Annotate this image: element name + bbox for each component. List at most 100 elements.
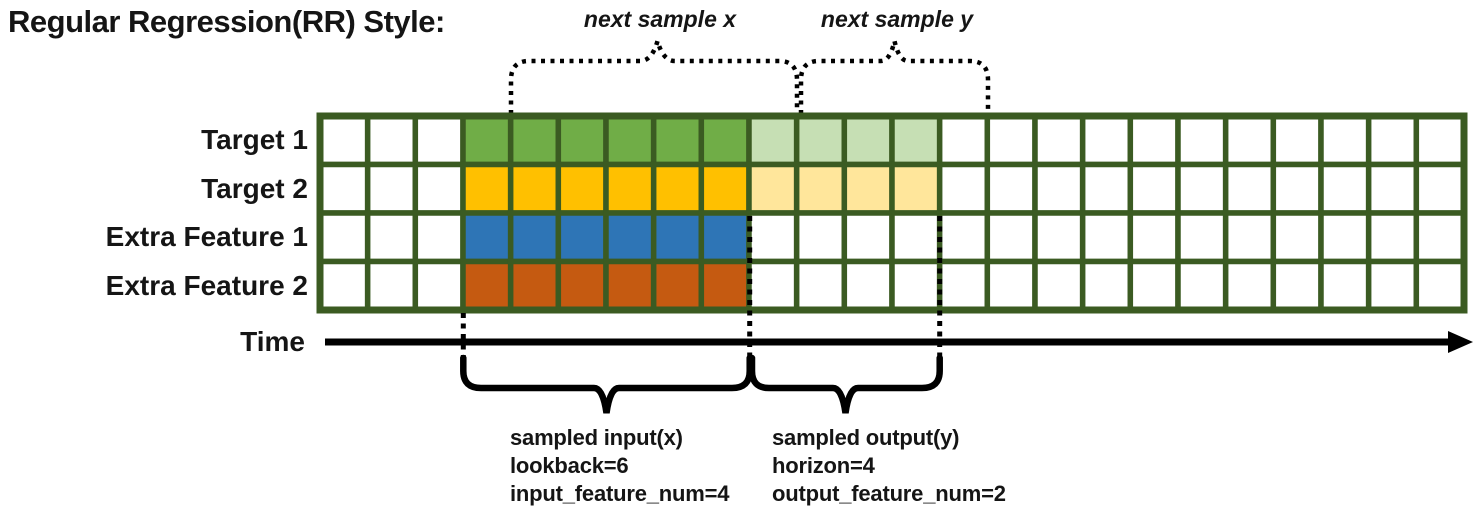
grid-cell	[412, 161, 466, 216]
grid-cell	[650, 258, 705, 313]
grid-cell	[603, 113, 657, 168]
time-axis-arrowhead	[1448, 331, 1473, 353]
grid-cell	[841, 210, 895, 265]
grid-cell	[841, 161, 895, 216]
sampled-input-brace	[460, 354, 753, 414]
grid-cell	[841, 113, 895, 168]
grid-cell	[650, 113, 705, 168]
sampled-output-text-block: sampled output(y) horizon=4 output_featu…	[772, 424, 1006, 508]
grid-cell	[746, 161, 800, 216]
grid-cell	[889, 258, 943, 313]
grid-cell	[412, 210, 466, 265]
grid-cell	[507, 161, 562, 216]
grid-cell	[317, 113, 371, 168]
grid-cell	[984, 210, 1038, 265]
grid-cell	[1413, 210, 1467, 265]
grid-cell	[507, 210, 562, 265]
grid-cell	[889, 210, 943, 265]
grid-cell	[1222, 113, 1277, 168]
grid-cell	[841, 258, 895, 313]
grid-cell	[555, 210, 609, 265]
grid-cell	[555, 258, 609, 313]
next-sample-y-brace	[798, 40, 991, 114]
grid-cell	[1222, 258, 1277, 313]
next-sample-x-label: next sample x	[583, 6, 737, 32]
grid-cell	[460, 113, 514, 168]
grid-cell	[1222, 161, 1277, 216]
grid-cell	[650, 161, 705, 216]
grid-cell	[603, 161, 657, 216]
grid-cell	[698, 113, 752, 168]
grid-cell	[936, 161, 991, 216]
grid-cell	[1413, 161, 1467, 216]
grid-cell	[793, 258, 848, 313]
row-label-target-1: Target 1	[201, 124, 308, 155]
grid-cell	[460, 161, 514, 216]
grid-cell	[793, 161, 848, 216]
grid-cell	[746, 210, 800, 265]
grid-cell	[1127, 113, 1181, 168]
grid-cell	[1079, 258, 1134, 313]
grid-cell	[1318, 113, 1372, 168]
grid-cell	[1175, 210, 1229, 265]
grid-cell	[507, 113, 562, 168]
grid-cell	[317, 161, 371, 216]
grid-cell	[1222, 210, 1277, 265]
grid-cell	[1270, 210, 1324, 265]
grid-cell	[460, 210, 514, 265]
grid-cell	[555, 161, 609, 216]
grid-cell	[1413, 258, 1467, 313]
grid-cell	[984, 113, 1038, 168]
grid-cell	[1032, 161, 1086, 216]
grid-cell	[364, 113, 419, 168]
grid-cell	[507, 258, 562, 313]
grid-cell	[1127, 161, 1181, 216]
grid-cell	[698, 161, 752, 216]
grid-cell	[603, 258, 657, 313]
grid-cell	[460, 258, 514, 313]
grid-cell	[1175, 258, 1229, 313]
next-sample-x-brace	[508, 32, 800, 114]
time-axis-label: Time	[240, 326, 305, 357]
grid-cell	[936, 210, 991, 265]
row-label-extra-feature-1: Extra Feature 1	[105, 221, 308, 252]
grid-cell	[364, 258, 419, 313]
sampled-output-title: sampled output(y)	[772, 425, 960, 450]
grid-cell	[984, 161, 1038, 216]
grid-cell	[889, 161, 943, 216]
grid-cell	[793, 210, 848, 265]
grid-cell	[1127, 258, 1181, 313]
input-feature-num-value: input_feature_num=4	[510, 481, 730, 506]
grid-cell	[984, 258, 1038, 313]
page-title: Regular Regression(RR) Style:	[8, 4, 445, 39]
grid-cell	[1032, 113, 1086, 168]
sample-grid	[317, 113, 1467, 313]
grid-cell	[1079, 161, 1134, 216]
grid-cell	[746, 113, 800, 168]
grid-cell	[1270, 113, 1324, 168]
grid-cell	[317, 210, 371, 265]
sampled-output-brace	[748, 354, 943, 414]
grid-cell	[936, 113, 991, 168]
output-feature-num-value: output_feature_num=2	[772, 481, 1006, 506]
grid-cell	[1175, 113, 1229, 168]
grid-cell	[650, 210, 705, 265]
grid-cell	[1032, 210, 1086, 265]
grid-cell	[936, 258, 991, 313]
grid-cell	[1365, 113, 1420, 168]
grid-cell	[698, 210, 752, 265]
grid-cell	[1365, 258, 1420, 313]
next-sample-y-label: next sample y	[820, 6, 974, 32]
grid-cell	[889, 113, 943, 168]
grid-cell	[603, 210, 657, 265]
lookback-value: lookback=6	[510, 453, 629, 478]
grid-cell	[412, 113, 466, 168]
row-label-target-2: Target 2	[201, 173, 308, 204]
grid-cell	[1365, 210, 1420, 265]
grid-cell	[1318, 161, 1372, 216]
grid-cell	[1270, 258, 1324, 313]
grid-cell	[1413, 113, 1467, 168]
grid-cell	[1127, 210, 1181, 265]
